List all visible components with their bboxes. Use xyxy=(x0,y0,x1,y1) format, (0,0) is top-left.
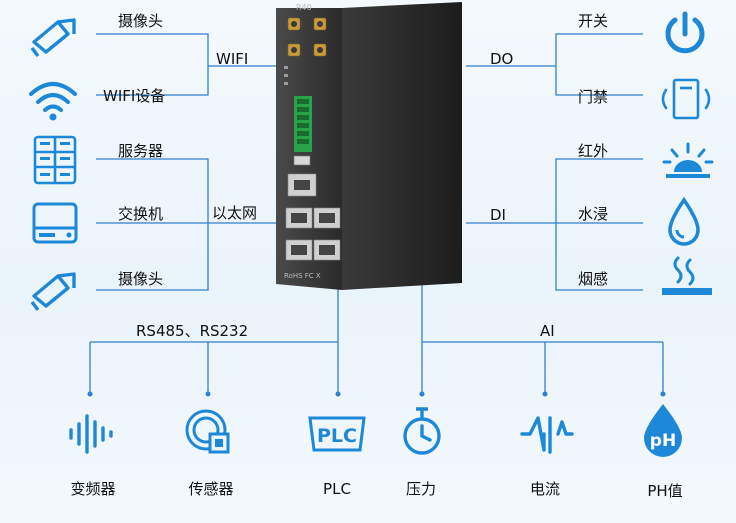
wifi-icon xyxy=(29,82,77,121)
smoke-icon xyxy=(662,256,712,295)
bottom-device-label: 传感器 xyxy=(188,480,234,498)
left-device-label: 服务器 xyxy=(118,142,164,160)
bottom-device-label: 压力 xyxy=(405,480,436,498)
router-device: R40 RoHS FC X xyxy=(272,0,472,295)
frequency-converter-icon xyxy=(69,414,113,454)
power-icon xyxy=(665,11,705,54)
serial-group-label: RS485、RS232 xyxy=(136,322,249,340)
device-cert-mark: RoHS FC X xyxy=(284,272,321,280)
right-device-label: 烟感 xyxy=(578,270,609,288)
current-icon xyxy=(520,416,574,454)
server-icon xyxy=(33,135,77,185)
right-device-label: 水浸 xyxy=(578,205,609,223)
right-device-label: 门禁 xyxy=(578,88,609,106)
camera-icon xyxy=(30,18,76,58)
left-device-label: 摄像头 xyxy=(118,270,164,288)
sensor-icon xyxy=(185,409,230,454)
svg-text:pH: pH xyxy=(650,431,676,451)
ethernet-group-label: 以太网 xyxy=(212,204,258,222)
plc-icon: PLC xyxy=(308,416,366,452)
infrared-icon xyxy=(662,142,714,178)
access-control-icon xyxy=(661,78,711,120)
right-device-label: 开关 xyxy=(578,12,609,30)
left-device-label: WIFI设备 xyxy=(103,87,166,105)
switch-icon xyxy=(32,202,78,244)
camera-icon xyxy=(30,272,76,312)
svg-text:PLC: PLC xyxy=(317,425,357,447)
ph-icon: pH xyxy=(644,404,682,457)
device-model-mark: R40 xyxy=(296,3,312,12)
bottom-device-label: PH值 xyxy=(647,482,683,500)
water-drop-icon xyxy=(668,196,700,246)
wifi-group-label: WIFI xyxy=(216,50,249,68)
right-device-label: 红外 xyxy=(578,142,609,160)
bottom-device-label: 变频器 xyxy=(70,480,116,498)
left-device-label: 摄像头 xyxy=(118,12,164,30)
di-group-label: DI xyxy=(490,206,506,224)
bottom-device-label: 电流 xyxy=(529,480,560,498)
ai-group-label: AI xyxy=(540,322,555,340)
bottom-device-label: PLC xyxy=(323,480,351,498)
do-group-label: DO xyxy=(490,50,514,68)
router-device-body xyxy=(276,2,462,290)
pressure-icon xyxy=(403,407,441,455)
left-device-label: 交换机 xyxy=(118,205,164,223)
